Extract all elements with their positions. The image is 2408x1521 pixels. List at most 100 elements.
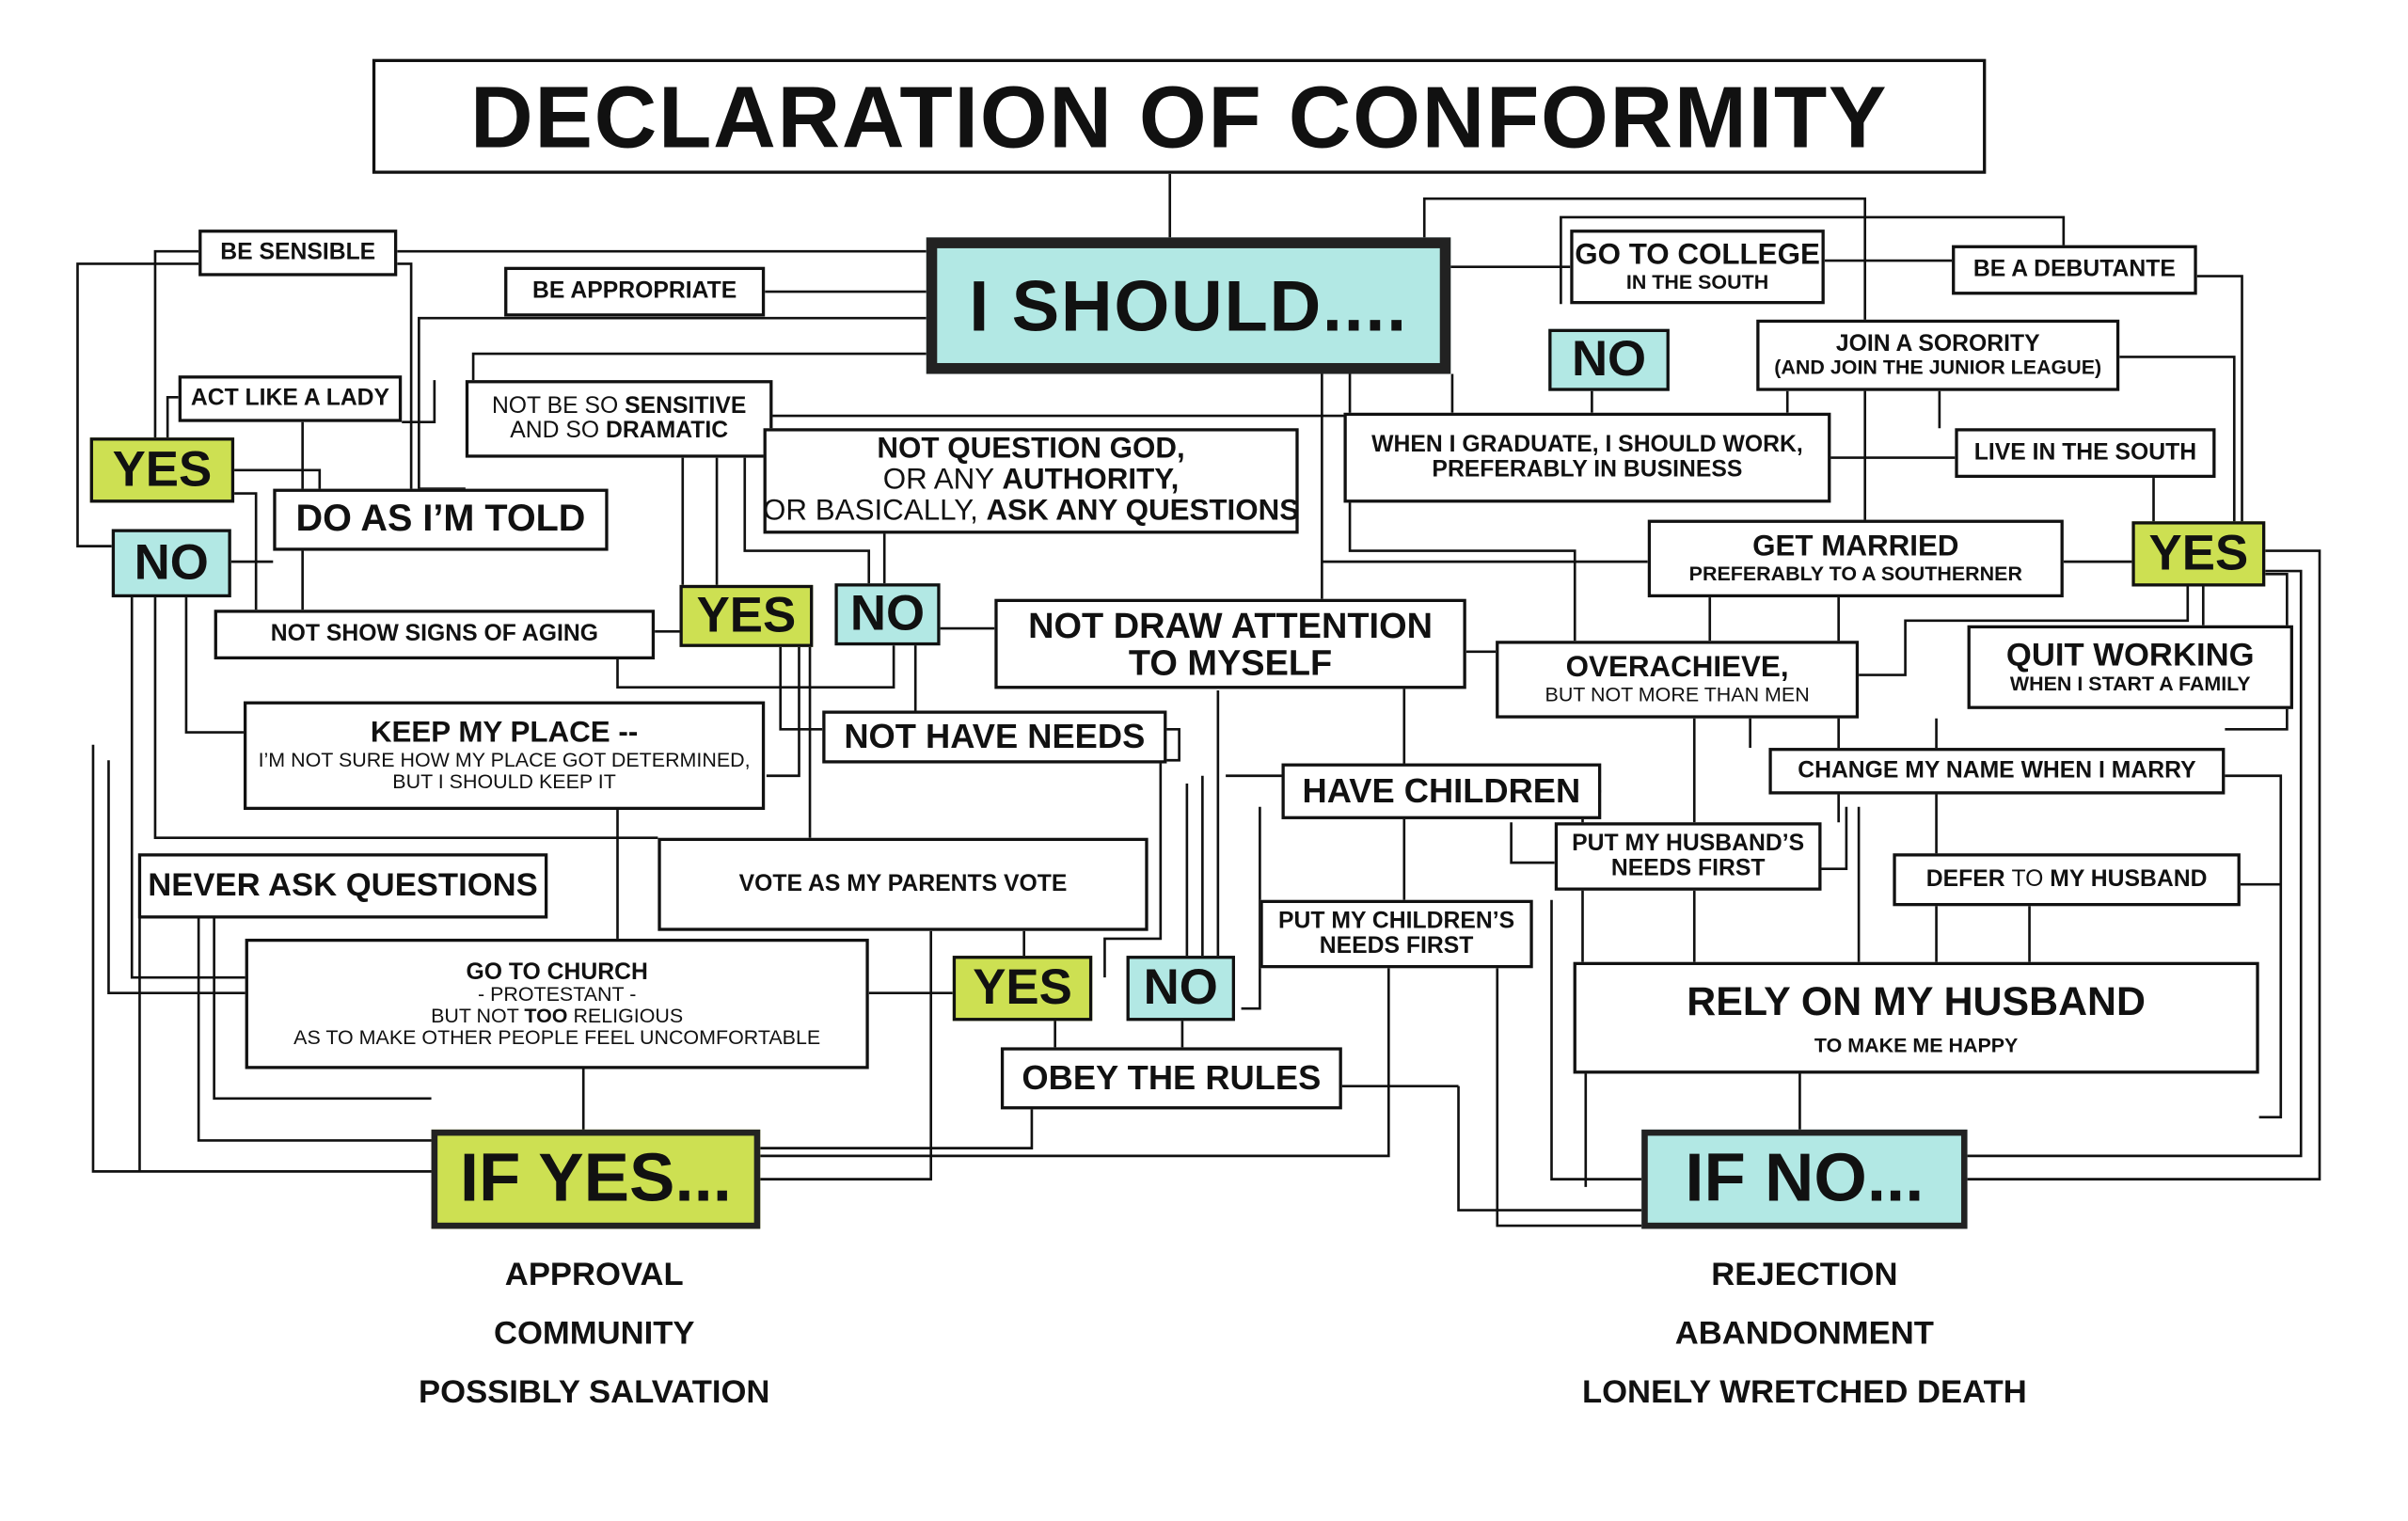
node-text: YES xyxy=(112,440,213,498)
node-line: NEEDS FIRST xyxy=(1610,854,1766,881)
node-text: TO MAKE ME HAPPY xyxy=(1814,1033,2019,1057)
node-text: OBEY THE RULES xyxy=(1022,1058,1322,1098)
node-text: NO xyxy=(134,533,209,591)
node-text: (AND JOIN THE JUNIOR LEAGUE) xyxy=(1774,355,2102,379)
node-line: GET MARRIED xyxy=(1752,531,1959,564)
node-text: TO MYSELF xyxy=(1128,642,1333,683)
node-line: AS TO MAKE OTHER PEOPLE FEEL UNCOMFORTAB… xyxy=(293,1026,820,1048)
node-text: NEEDS FIRST xyxy=(1610,854,1766,881)
node-text: VOTE AS MY PARENTS VOTE xyxy=(738,870,1068,897)
node-text: TOO xyxy=(524,1004,568,1028)
node-no3: NO xyxy=(1126,956,1236,1022)
node-line: PREFERABLY TO A SOUTHERNER xyxy=(1688,562,2022,586)
node-line: YES xyxy=(696,586,797,643)
node-line: YES xyxy=(973,961,1072,1014)
node-text: - PROTESTANT - xyxy=(477,982,637,1006)
node-text: ASK ANY QUESTIONS xyxy=(986,495,1300,528)
node-no2: NO xyxy=(834,583,941,646)
node-text: RELY ON MY HUSBAND xyxy=(1687,976,2147,1023)
node-text: AND SO xyxy=(510,417,606,444)
outcome-rejection: REJECTION xyxy=(1711,1257,1898,1293)
node-line: I SHOULD.... xyxy=(969,268,1408,343)
node-rename: CHANGE MY NAME WHEN I MARRY xyxy=(1768,748,2226,795)
node-line: WHEN I START A FAMILY xyxy=(2010,673,2251,695)
node-yes5: YES xyxy=(2131,521,2266,587)
node-told: DO AS I’M TOLD xyxy=(273,488,609,551)
node-line: OBEY THE RULES xyxy=(1022,1060,1321,1096)
node-text: I’M NOT SURE HOW MY PLACE GOT DETERMINED… xyxy=(258,748,751,772)
node-line: NEEDS FIRST xyxy=(1319,932,1474,959)
node-line: I’M NOT SURE HOW MY PLACE GOT DETERMINED… xyxy=(259,750,751,771)
node-line: NO xyxy=(1572,333,1646,386)
node-line: BE SENSIBLE xyxy=(220,240,375,265)
node-should: I SHOULD.... xyxy=(926,237,1451,374)
node-line: AND SO DRAMATIC xyxy=(510,419,728,443)
node-text: CHANGE MY NAME WHEN I MARRY xyxy=(1798,757,2196,784)
node-line: GO TO COLLEGE xyxy=(1575,239,1820,272)
node-line: TO MAKE ME HAPPY xyxy=(1814,1033,2019,1057)
node-graduate: WHEN I GRADUATE, I SHOULD WORK,PREFERABL… xyxy=(1343,412,1831,503)
node-needs: NOT HAVE NEEDS xyxy=(822,710,1167,764)
node-text: GO TO COLLEGE xyxy=(1575,239,1820,272)
node-debutante: BE A DEBUTANTE xyxy=(1952,245,2197,295)
node-text: IF YES... xyxy=(459,1140,732,1217)
node-text: JOIN A SORORITY xyxy=(1835,330,2040,357)
node-place: KEEP MY PLACE --I’M NOT SURE HOW MY PLAC… xyxy=(243,701,766,811)
node-line: JOIN A SORORITY xyxy=(1836,332,2040,356)
node-line: OVERACHIEVE, xyxy=(1565,652,1789,685)
node-line: HAVE CHILDREN xyxy=(1303,773,1581,809)
node-line: QUIT WORKING xyxy=(2006,639,2255,673)
node-text: PREFERABLY TO A SOUTHERNER xyxy=(1688,562,2022,586)
node-line: BUT I SHOULD KEEP IT xyxy=(392,770,616,793)
node-line: NOT SHOW SIGNS OF AGING xyxy=(270,621,598,648)
node-appropriate: BE APPROPRIATE xyxy=(504,266,766,317)
node-text: NEEDS FIRST xyxy=(1319,932,1474,959)
node-text: YES xyxy=(696,586,797,643)
node-line: DO AS I’M TOLD xyxy=(295,500,585,540)
node-text: KEEP MY PLACE -- xyxy=(370,717,639,751)
node-text: PREFERABLY IN BUSINESS xyxy=(1432,455,1743,483)
node-sensible: BE SENSIBLE xyxy=(198,230,398,277)
node-lady: ACT LIKE A LADY xyxy=(178,375,403,422)
node-text: NOT SHOW SIGNS OF AGING xyxy=(270,621,598,648)
node-never: NEVER ASK QUESTIONS xyxy=(137,853,548,919)
node-question: NOT QUESTION GOD,OR ANY AUTHORITY,OR BAS… xyxy=(763,428,1300,534)
node-line: GO TO CHURCH xyxy=(466,959,647,984)
node-text: BE APPROPRIATE xyxy=(532,277,737,305)
node-rely: RELY ON MY HUSBAND TO MAKE ME HAPPY xyxy=(1573,961,2259,1074)
node-text: HAVE CHILDREN xyxy=(1302,771,1581,811)
outcomes-if-yes: APPROVAL COMMUNITY POSSIBLY SALVATION xyxy=(284,1246,905,1423)
node-text: DEFER xyxy=(1925,865,2012,893)
node-yes1: YES xyxy=(89,437,235,503)
node-line: IN THE SOUTH xyxy=(1626,271,1768,293)
node-ifyes: IF YES... xyxy=(431,1129,761,1229)
node-text: NEVER ASK QUESTIONS xyxy=(148,867,538,903)
node-sorority: JOIN A SORORITY(AND JOIN THE JUNIOR LEAG… xyxy=(1756,319,2120,391)
outcome-abandonment: ABANDONMENT xyxy=(1674,1315,1934,1352)
node-text: YES xyxy=(2148,524,2249,581)
node-children: HAVE CHILDREN xyxy=(1281,763,1602,819)
node-line: NOT DRAW ATTENTION xyxy=(1028,607,1433,644)
node-text: NO xyxy=(1143,959,1218,1016)
node-text: GET MARRIED xyxy=(1752,531,1959,564)
node-line: BUT NOT MORE THAN MEN xyxy=(1545,684,1810,706)
node-line: VOTE AS MY PARENTS VOTE xyxy=(739,872,1068,896)
node-aging: NOT SHOW SIGNS OF AGING xyxy=(214,610,656,660)
node-line: NO xyxy=(1143,959,1218,1016)
outcomes-if-no: REJECTION ABANDONMENT LONELY WRETCHED DE… xyxy=(1494,1246,2115,1423)
node-text: GO TO CHURCH xyxy=(466,958,648,985)
node-line: DEFER TO MY HUSBAND xyxy=(1926,867,2208,892)
node-ifno: IF NO... xyxy=(1641,1129,1968,1229)
node-text: OVERACHIEVE, xyxy=(1565,652,1789,685)
node-overachieve: OVERACHIEVE,BUT NOT MORE THAN MEN xyxy=(1496,641,1860,719)
node-line: OR BASICALLY, ASK ANY QUESTIONS xyxy=(763,495,1300,528)
outcome-death: LONELY WRETCHED DEATH xyxy=(1581,1374,2027,1411)
node-text: LIVE IN THE SOUTH xyxy=(1973,439,2197,467)
node-text: MY HUSBAND xyxy=(2043,865,2208,893)
node-text: WHEN I GRADUATE, I SHOULD WORK, xyxy=(1371,431,1803,459)
node-line: TO MYSELF xyxy=(1128,642,1333,683)
node-no4: NO xyxy=(1548,328,1670,391)
